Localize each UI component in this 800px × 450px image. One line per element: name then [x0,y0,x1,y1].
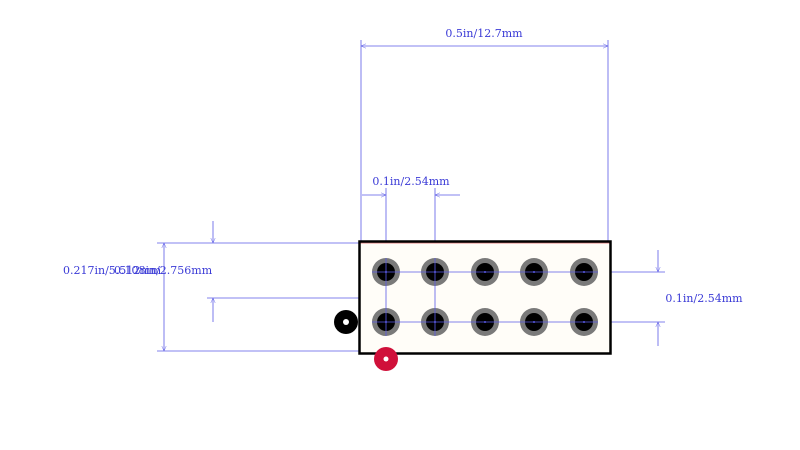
pitch-y-label: 0.1in/2.54mm [665,292,743,305]
pin1-marker [334,310,358,334]
body-outline [358,240,612,355]
overall-height-label: 0.217in/5.512mm [63,264,162,277]
overall-width-dimension: 0.5in/12.7mm [361,27,608,243]
pitch-x-label: 0.1in/2.54mm [372,175,450,188]
origin-marker [374,347,398,371]
inner-height-label: 0.108in/2.756mm [114,264,213,277]
pad-centerlines [372,258,598,336]
overall-width-label: 0.5in/12.7mm [445,27,523,40]
overall-height-dimension: 0.217in/5.512mm [63,243,360,351]
